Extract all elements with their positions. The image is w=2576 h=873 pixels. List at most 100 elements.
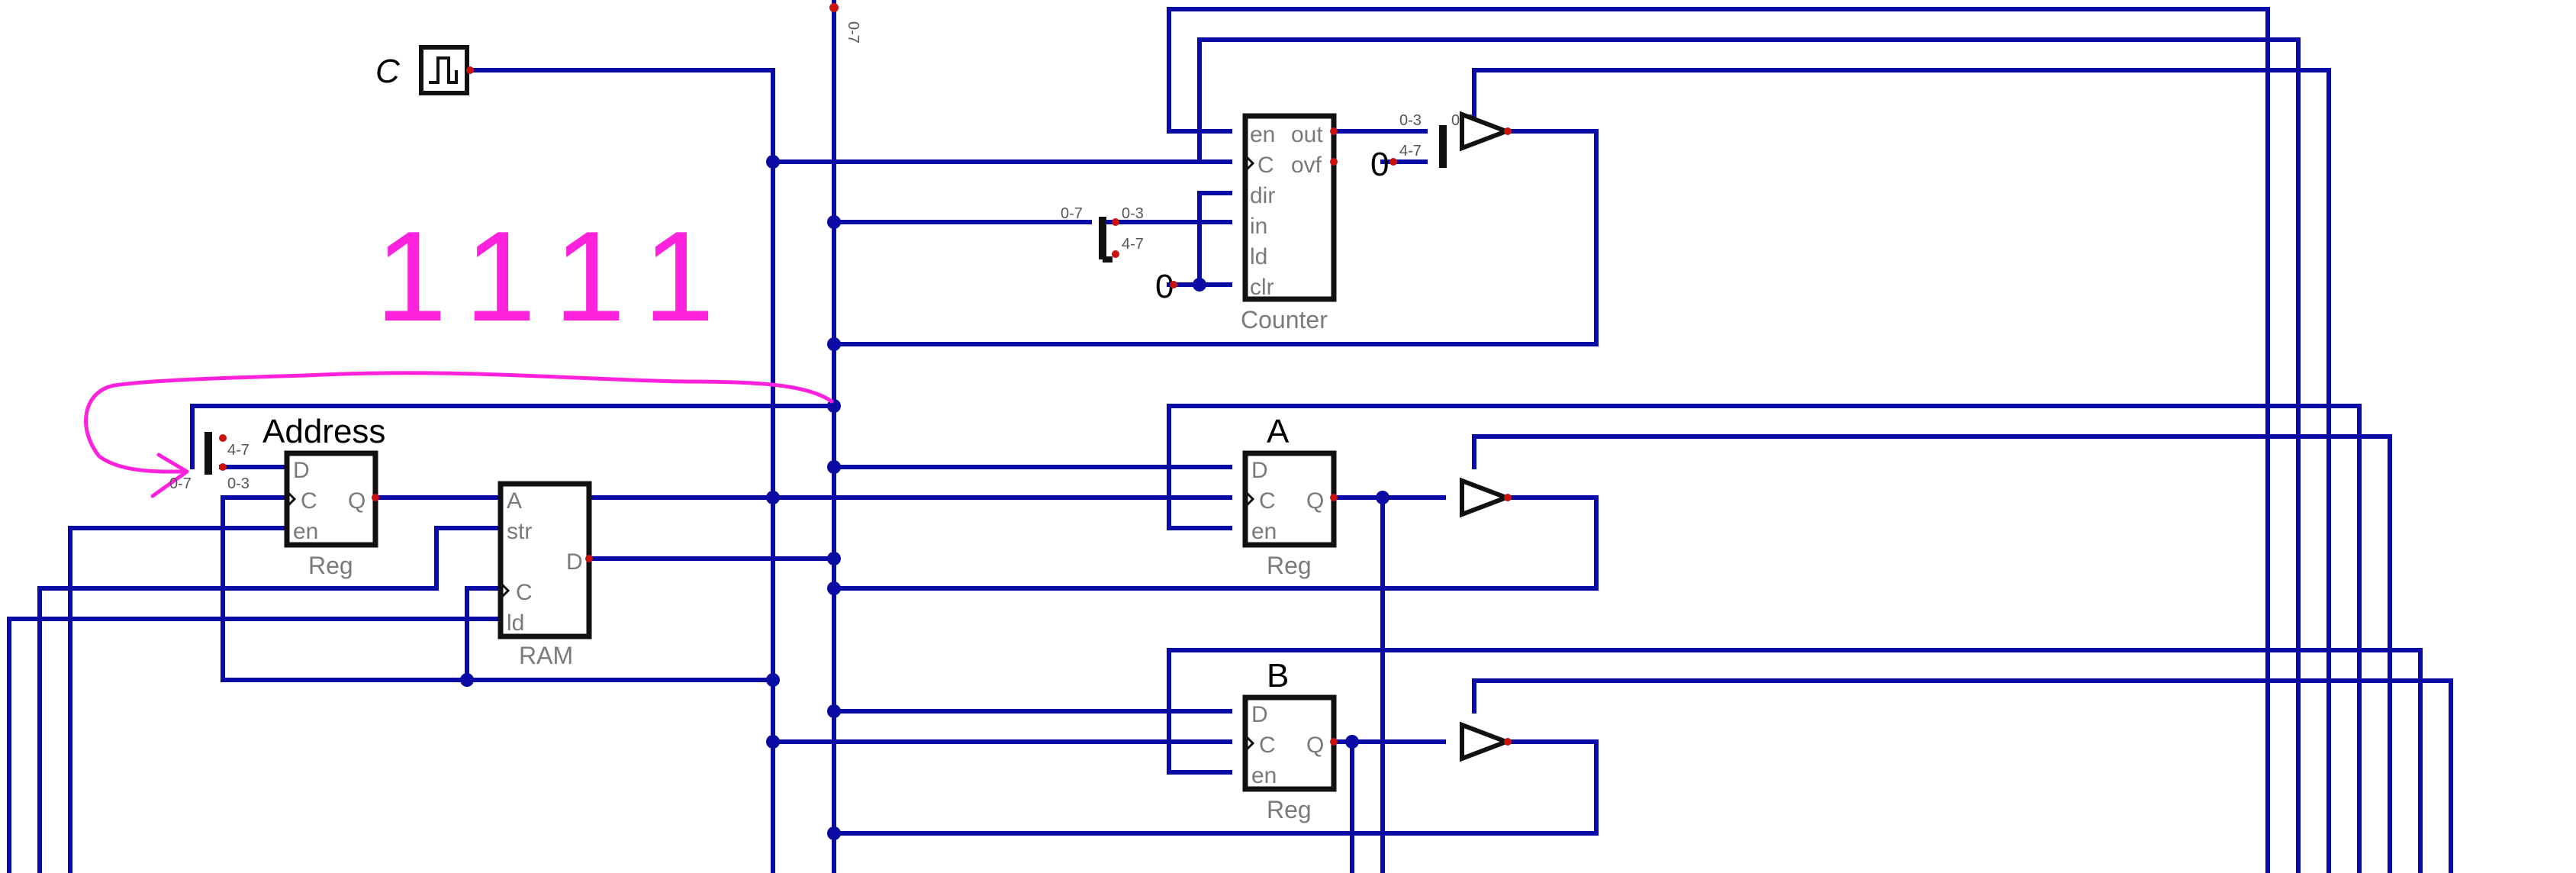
clock-notch bbox=[1244, 490, 1255, 508]
tristate-triangle bbox=[1460, 477, 1513, 518]
address-title: Address bbox=[262, 413, 385, 450]
junction-dot bbox=[1376, 491, 1389, 504]
reg-b-pin-q: Q bbox=[1306, 733, 1324, 758]
register-b[interactable]: B D C en Q Reg bbox=[1242, 657, 1338, 823]
ram-pin-c: C bbox=[516, 580, 533, 605]
address-splitter-low: 0-3 bbox=[227, 475, 250, 492]
wire-loop-1 bbox=[1167, 7, 2270, 873]
junction-dot bbox=[827, 704, 841, 718]
out-const-zero: 0 bbox=[1370, 146, 1389, 183]
address-name: Reg bbox=[308, 552, 353, 579]
reg-a-pin-q: Q bbox=[1306, 488, 1324, 514]
splitter-out-high: 4-7 bbox=[1122, 236, 1144, 253]
counter-name: Counter bbox=[1241, 306, 1328, 333]
wire-counter-tri-return bbox=[832, 129, 1599, 346]
pin-dot bbox=[1330, 738, 1338, 746]
wire-counter-ld-loop bbox=[1197, 191, 1232, 287]
pin-dot bbox=[219, 463, 227, 471]
splitter-out-low: 0-3 bbox=[1122, 205, 1144, 222]
junction-dot bbox=[766, 735, 780, 749]
address-splitter-bus: 0-7 bbox=[169, 475, 192, 492]
address-splitter-high: 4-7 bbox=[227, 442, 250, 459]
reg-a-pin-en: en bbox=[1251, 519, 1277, 544]
junction-dot bbox=[1345, 735, 1359, 749]
counter-output-splitter: 0-3 4-7 0-7 0 bbox=[1370, 112, 1473, 183]
counter-pin-clr: clr bbox=[1250, 275, 1274, 300]
reg-a-pin-d: D bbox=[1251, 458, 1268, 483]
pin-dot bbox=[1504, 127, 1512, 135]
clock-notch bbox=[1244, 734, 1255, 752]
annotation-arrow bbox=[84, 371, 834, 498]
junction-dot bbox=[827, 460, 841, 474]
reg-b-pin-en: en bbox=[1251, 763, 1277, 788]
address-splitter: 4-7 0-3 0-7 bbox=[169, 432, 250, 492]
clock-box[interactable] bbox=[419, 45, 469, 95]
reg-a-title: A bbox=[1267, 413, 1290, 450]
ram-component[interactable]: A str C ld D RAM bbox=[497, 481, 593, 669]
counter-pin-ld: ld bbox=[1250, 244, 1267, 269]
pin-dot bbox=[219, 434, 227, 442]
pin-dot bbox=[1330, 494, 1338, 501]
address-pin-c: C bbox=[301, 488, 317, 514]
clock-notch bbox=[1244, 154, 1255, 172]
out-splitter-low: 0-3 bbox=[1399, 112, 1422, 129]
ram-pin-d: D bbox=[566, 549, 583, 575]
wire-loop-4 bbox=[1167, 404, 2362, 873]
wire-loop-6 bbox=[1167, 648, 2423, 873]
address-pin-d: D bbox=[293, 458, 310, 483]
wire-loop-5 bbox=[1472, 434, 2392, 873]
clock-label: C bbox=[375, 53, 401, 90]
clock-bus bbox=[468, 68, 775, 873]
junction-dot bbox=[827, 552, 841, 565]
reg-b-pin-d: D bbox=[1251, 702, 1268, 727]
clock-wave-icon bbox=[429, 56, 458, 84]
counter-pin-en: en bbox=[1250, 122, 1275, 147]
junction-dot bbox=[766, 491, 780, 504]
junction-dot bbox=[827, 581, 841, 595]
wire-ram-str bbox=[37, 526, 500, 873]
wire-address-en bbox=[68, 526, 286, 873]
clock-notch bbox=[285, 490, 297, 508]
ram-pin-ld: ld bbox=[507, 610, 524, 636]
out-splitter-high: 4-7 bbox=[1399, 143, 1422, 159]
tristate-buffer-b bbox=[1460, 721, 1513, 762]
tristate-triangle bbox=[1460, 111, 1513, 152]
reg-b-title: B bbox=[1267, 657, 1289, 694]
wire-loop-7 bbox=[1472, 678, 2453, 873]
pin-dot bbox=[1504, 494, 1512, 501]
ram-pin-str: str bbox=[507, 519, 532, 544]
ram-name: RAM bbox=[519, 642, 573, 669]
reg-a-box[interactable] bbox=[1242, 450, 1337, 548]
address-register[interactable]: Address D C en Q Reg bbox=[262, 413, 385, 579]
splitter-in-label: 0-7 bbox=[1061, 205, 1083, 222]
pin-dot bbox=[829, 3, 839, 12]
handwritten-annotation: 1111 bbox=[84, 205, 834, 498]
counter-component[interactable]: en C dir in ld clr out ovf Counter 0 bbox=[1155, 113, 1338, 333]
counter-pin-c: C bbox=[1257, 153, 1274, 178]
reg-b-box[interactable] bbox=[1242, 694, 1337, 792]
wires bbox=[7, 0, 2453, 873]
pin-dot bbox=[1389, 158, 1397, 166]
counter-pin-in: in bbox=[1250, 214, 1267, 239]
pin-dot bbox=[1504, 738, 1512, 746]
splitter-bar bbox=[1099, 217, 1106, 259]
tristate-buffer-a bbox=[1460, 477, 1513, 518]
wire-loop-3 bbox=[1472, 68, 2331, 873]
pin-dot bbox=[1330, 127, 1338, 135]
counter-pin-out: out bbox=[1291, 122, 1323, 147]
wire-a-en bbox=[1167, 465, 1232, 530]
pin-dot bbox=[1112, 218, 1119, 226]
junction-dot bbox=[460, 673, 474, 687]
register-a[interactable]: A D C en Q Reg bbox=[1242, 413, 1338, 579]
reg-a-pin-c: C bbox=[1259, 488, 1276, 514]
clock-input[interactable]: C bbox=[375, 45, 474, 95]
wire-loop-2 bbox=[1197, 37, 2301, 873]
junction-dot bbox=[827, 215, 841, 229]
junction-dot bbox=[766, 155, 780, 169]
wire-b-en bbox=[1167, 709, 1232, 775]
wire-b-tri-return bbox=[832, 739, 1599, 836]
annotation-text: 1111 bbox=[375, 205, 742, 348]
pin-dot bbox=[1112, 250, 1119, 258]
counter-box[interactable] bbox=[1242, 113, 1337, 302]
